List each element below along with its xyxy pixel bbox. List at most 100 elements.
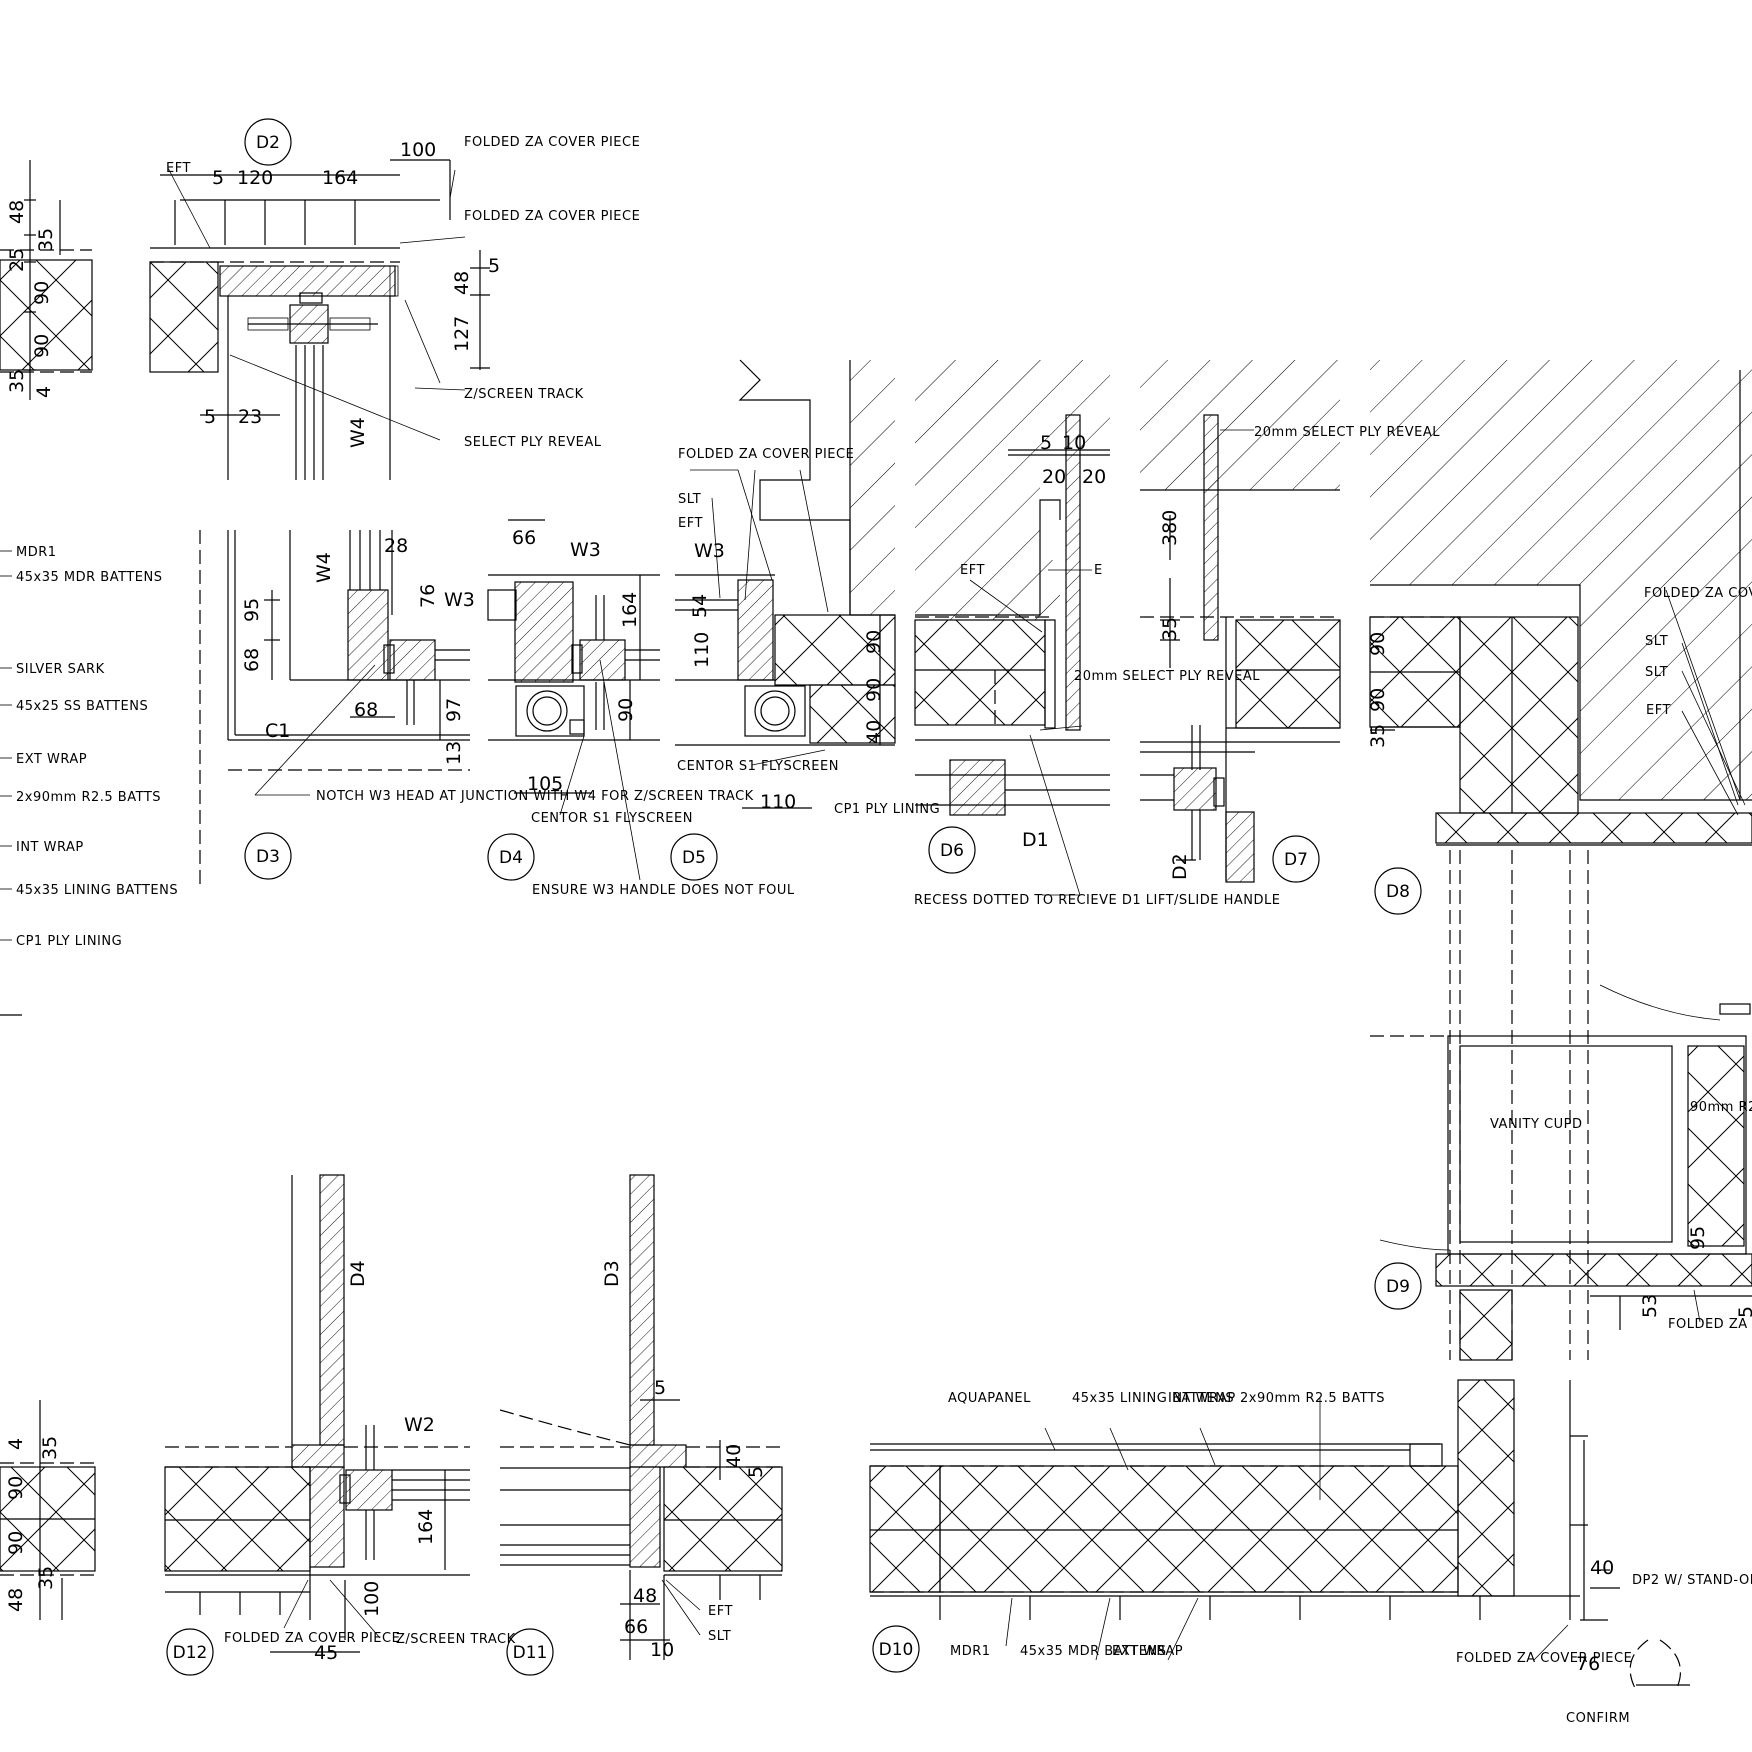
d12-mark-d4: D4 (347, 1260, 369, 1287)
detail-bubble-d2[interactable] (244, 118, 292, 166)
d11-dim-5b: 5 (745, 1466, 767, 1478)
d12-left-dim-90a: 90 (5, 1476, 27, 1500)
d3-dim-68: 68 (241, 648, 263, 672)
d2-dim-23: 23 (238, 406, 262, 428)
d2-dim-127: 127 (451, 316, 473, 352)
d11-dim-40: 40 (723, 1444, 745, 1468)
detail-tag-d10: D10 (879, 1640, 914, 1660)
d10-dim-76: 76 (1576, 1653, 1600, 1675)
d2-left-dim-48: 48 (6, 200, 28, 224)
detail-bubble-d3[interactable] (244, 832, 292, 880)
detail-bubble-d5[interactable] (670, 833, 718, 881)
detail-bubble-d8[interactable] (1374, 867, 1422, 915)
d8-label-slt-2: SLT (1645, 665, 1668, 680)
d9-dim-95: 95 (1687, 1226, 1709, 1250)
d8-dim-35: 35 (1367, 724, 1389, 748)
d6-label-eft: EFT (960, 563, 985, 578)
detail-tag-d2: D2 (256, 133, 280, 153)
d9-label-vanity: VANITY CUPD (1490, 1117, 1582, 1132)
detail-bubble-d11[interactable] (506, 1628, 554, 1676)
d3-dim-97: 97 (443, 698, 465, 722)
d3-mark-w4: W4 (313, 552, 335, 583)
detail-bubble-d6[interactable] (928, 826, 976, 874)
detail-tag-d11: D11 (513, 1643, 548, 1663)
detail-bubble-d9[interactable] (1374, 1262, 1422, 1310)
detail-tag-d6: D6 (940, 841, 964, 861)
d8-dim-90a: 90 (1367, 632, 1389, 656)
detail-d7 (1140, 360, 1341, 883)
d8-label-slt-1: SLT (1645, 634, 1668, 649)
detail-d12 (0, 1174, 470, 1653)
legend-ext-wrap: EXT WRAP (16, 752, 87, 767)
detail-tag-d5: D5 (682, 848, 706, 868)
d6-dim-20: 20 (1042, 466, 1066, 488)
detail-tag-d8: D8 (1386, 882, 1410, 902)
d8-label-eft: EFT (1646, 703, 1671, 718)
d2-left-dim-25: 25 (6, 248, 28, 272)
detail-bubble-d4[interactable] (487, 833, 535, 881)
d11-dim-66: 66 (624, 1616, 648, 1638)
detail-d9 (1370, 984, 1752, 1361)
d5-label-eft: EFT (678, 516, 703, 531)
d10-label-ext-wrap: EXT WRAP (1112, 1644, 1183, 1659)
d11-label-slt: SLT (708, 1629, 731, 1644)
detail-d6 (914, 360, 1110, 896)
legend-45x35-mdr-battens: 45x35 MDR BATTENS (16, 570, 162, 585)
detail-d4 (487, 519, 660, 881)
d2-left-dim-35: 35 (35, 228, 57, 252)
d11-mark-d3: D3 (601, 1260, 623, 1287)
d2-mark-w4: W4 (347, 417, 369, 448)
d2-label-folded-cover-2: FOLDED ZA COVER PIECE (464, 209, 640, 224)
detail-tag-d3: D3 (256, 847, 280, 867)
d6-dim-5: 5 (1040, 432, 1052, 454)
d3-dim-13: 13 (443, 741, 465, 765)
detail-bubble-d7[interactable] (1272, 835, 1320, 883)
d2-dim-120: 120 (237, 167, 273, 189)
d11-dim-5: 5 (654, 1377, 666, 1399)
legend-silver-sark: SILVER SARK (16, 662, 105, 677)
legend-45x35-lining-battens: 45x35 LINING BATTENS (16, 883, 178, 898)
detail-bubble-d12[interactable] (166, 1628, 214, 1676)
detail-d3 (199, 530, 470, 890)
detail-d10 (869, 1379, 1690, 1691)
d4-dim-90: 90 (615, 698, 637, 722)
d2-left-dim-90a: 90 (31, 281, 53, 305)
legend-mdr1: MDR1 (16, 545, 57, 560)
d10-label-dp2: DP2 W/ STAND-OFF BRKT (1632, 1573, 1752, 1588)
d3-mark-c1: C1 (265, 720, 290, 742)
d3-dim-28: 28 (384, 535, 408, 557)
legend-int-wrap: INT WRAP (16, 840, 84, 855)
d5-label-slt: SLT (678, 492, 701, 507)
d2-dim-164: 164 (322, 167, 358, 189)
d12-label-folded-cover: FOLDED ZA COVER PIECE (224, 1631, 400, 1646)
d6-dim-10: 10 (1062, 432, 1086, 454)
d7-mark-d2: D2 (1169, 853, 1191, 880)
d5-dim-54: 54 (689, 594, 711, 618)
d9-label-batts: 90mm R2.5 BATTS (1690, 1100, 1752, 1115)
d12-left-dim-35b: 35 (35, 1566, 57, 1590)
d6-dim-20b: 20 (1082, 466, 1106, 488)
d3-dim-95: 95 (241, 598, 263, 622)
d10-label-batts: 2x90mm R2.5 BATTS (1240, 1391, 1385, 1406)
d5-mark-w3: W3 (694, 540, 725, 562)
d2-label-zscreen-track: Z/SCREEN TRACK (464, 387, 584, 402)
detail-tag-d4: D4 (499, 848, 523, 868)
d2-dim-5c: 5 (204, 406, 216, 428)
d11-dim-10: 10 (650, 1639, 674, 1661)
d10-dim-40: 40 (1590, 1557, 1614, 1579)
d12-left-dim-35: 35 (39, 1436, 61, 1460)
d2-left-dim-4: 4 (33, 386, 55, 398)
d10-label-mdr1: MDR1 (950, 1644, 991, 1659)
d4-label-ensure-handle: ENSURE W3 HANDLE DOES NOT FOUL (532, 883, 795, 898)
d6-label-select-ply: 20mm SELECT PLY REVEAL (1074, 669, 1260, 684)
d5-dim-40: 40 (863, 720, 885, 744)
d11-label-eft: EFT (708, 1604, 733, 1619)
detail-bubble-d10[interactable] (872, 1625, 920, 1673)
d11-dim-48: 48 (633, 1585, 657, 1607)
legend-45x25-ss-battens: 45x25 SS BATTENS (16, 699, 148, 714)
d7-dim-35: 35 (1159, 617, 1181, 641)
d2-left-dim-35b: 35 (6, 369, 28, 393)
d5-label-cp1-ply-lining: CP1 PLY LINING (834, 802, 940, 817)
d9-dim-5: 5 (1735, 1306, 1752, 1318)
detail-d5 (675, 359, 896, 809)
